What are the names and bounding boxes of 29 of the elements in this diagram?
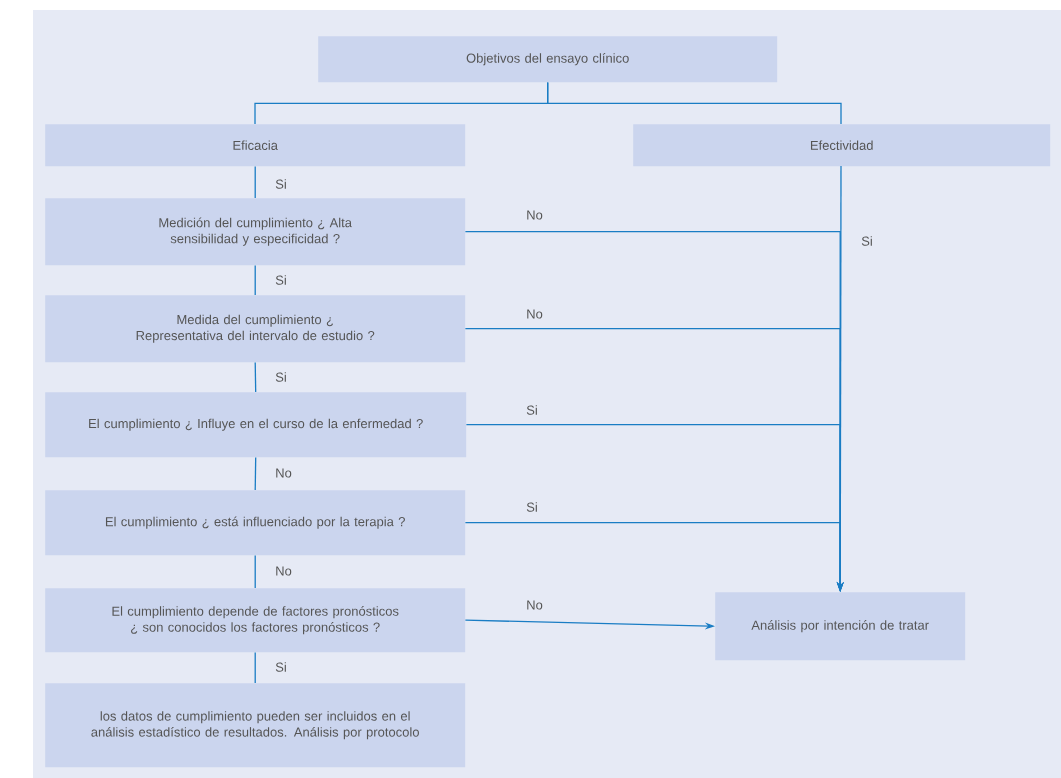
connector-line	[254, 651, 256, 684]
title-box: Objetivos del ensayo clínico	[318, 36, 778, 83]
edge-label: Si	[275, 372, 286, 382]
edge-label: Si	[275, 662, 286, 672]
edge-label: No	[276, 566, 292, 576]
process-box: Análisis por intención de tratar	[715, 592, 966, 661]
process-box: Efectividad	[633, 124, 1051, 167]
edge-label: Si	[861, 236, 872, 246]
edge-label: No	[527, 309, 543, 319]
process-box: El cumplimiento ¿ Influye en el curso de la enfermedad ?	[45, 392, 467, 458]
process-box: Medida del cumplimiento ¿ Representativa del intervalo de estudio ?	[45, 295, 466, 363]
edge-label: No	[276, 468, 292, 478]
edge-label: Si	[275, 275, 286, 285]
connector-line	[254, 165, 256, 199]
edge-label: No	[527, 210, 543, 220]
connector-line	[254, 361, 257, 393]
process-box: los datos de cumplimiento pueden ser incluidos en el análisis estadístico de resultados. Análisis por protocolo	[45, 683, 466, 768]
connector-line	[254, 264, 256, 296]
process-box: El cumplimiento depende de factores pronósticos ¿ son conocidos los factores pronósticos ?	[45, 588, 466, 653]
connector-line	[254, 554, 256, 589]
edge-label: Si	[526, 405, 537, 415]
process-box: Medición del cumplimiento ¿ Alta sensibilidad y especificidad ?	[45, 198, 466, 266]
process-box: El cumplimiento ¿ está influenciado por la terapia ?	[45, 490, 466, 556]
edge-label: Si	[275, 179, 286, 189]
connector-line	[254, 456, 257, 491]
process-box: Eficacia	[45, 124, 466, 167]
connector-line	[547, 81, 842, 125]
edge-label: No	[527, 600, 543, 610]
edge-label: Si	[526, 502, 537, 512]
